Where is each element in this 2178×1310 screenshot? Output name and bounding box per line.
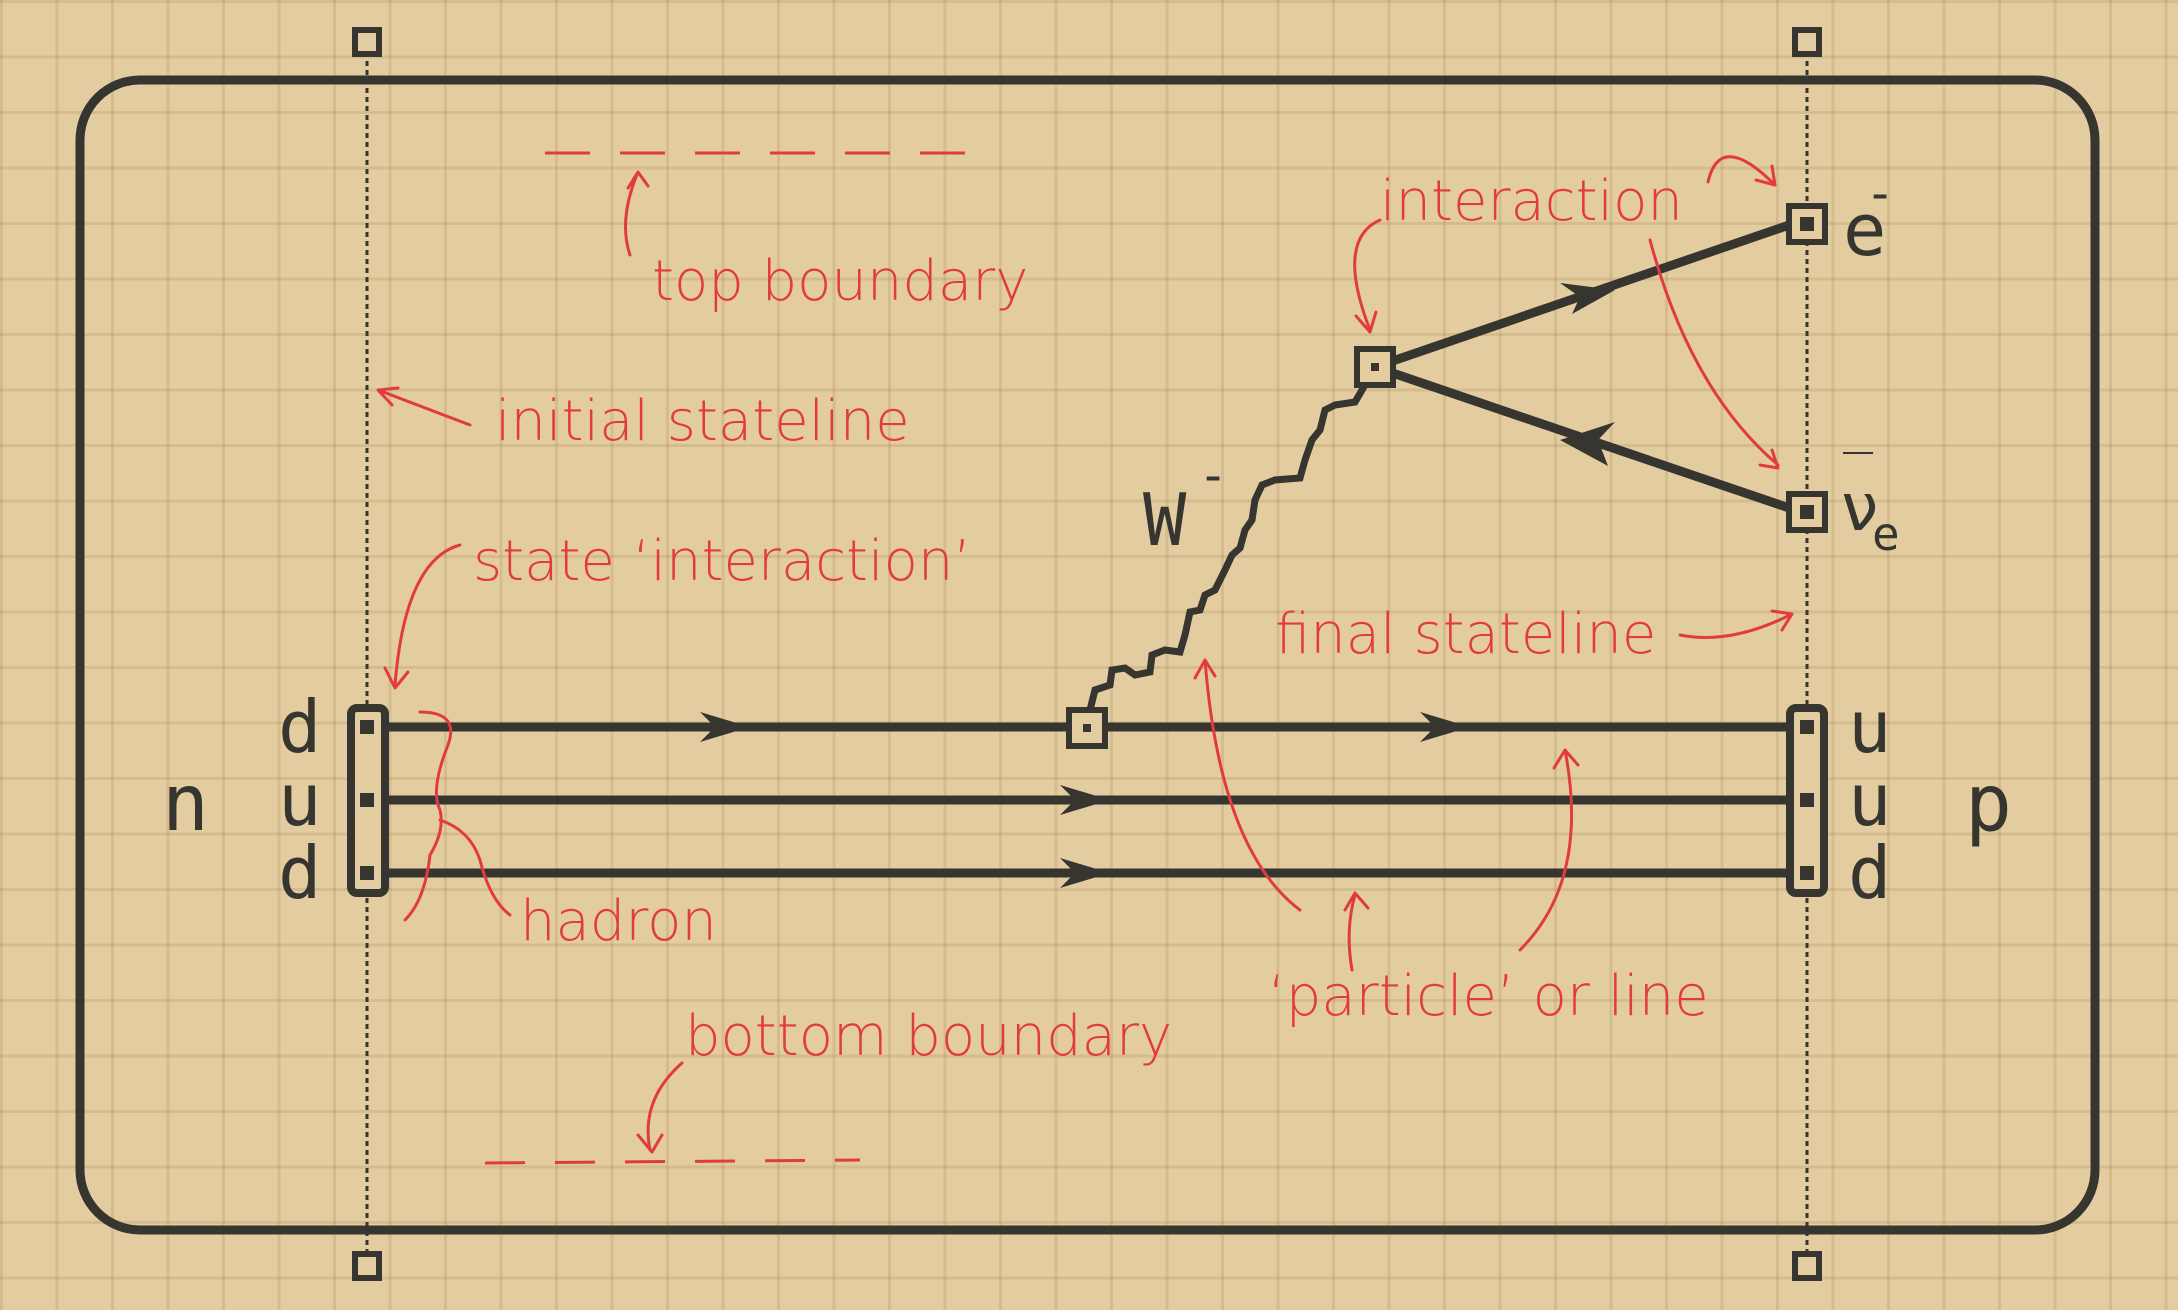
electron-arrow — [1560, 283, 1615, 314]
antineutrino-subscript: e — [1872, 507, 1900, 561]
initial-stateline-top-handle[interactable] — [352, 27, 382, 57]
final-quark-1: u — [1848, 685, 1891, 769]
interaction-note: interaction — [1380, 169, 1683, 234]
top-boundary-note: top boundary — [652, 249, 1028, 314]
hadron-brace — [403, 710, 512, 922]
antineutrino-end-vertex-dot — [1800, 505, 1814, 519]
quark-arrow-1b — [1420, 712, 1470, 742]
particle-arrow-left — [1193, 658, 1302, 912]
quark-arrow-2 — [1060, 785, 1110, 815]
particle-arrow-right — [1518, 748, 1580, 952]
initial-stateline-bottom-handle[interactable] — [352, 1251, 382, 1281]
initial-vertex-dot-3 — [360, 866, 374, 880]
final-vertex-dot-2 — [1800, 793, 1814, 807]
particle-or-line-note: ‘particle’ or line — [1268, 964, 1709, 1029]
w-emission-vertex[interactable] — [1066, 707, 1108, 749]
initial-vertex-dot-2 — [360, 793, 374, 807]
top-boundary-arrow — [624, 170, 650, 257]
interaction-arrow-1 — [1353, 218, 1382, 334]
final-stateline-top-handle[interactable] — [1792, 27, 1822, 57]
particle-arrow-mid — [1343, 891, 1370, 972]
bottom-boundary-note: bottom boundary — [685, 1004, 1172, 1069]
antineutrino-label: ν — [1840, 469, 1880, 546]
w-emission-vertex-dot — [1083, 724, 1091, 732]
final-stateline-bottom-handle[interactable] — [1792, 1251, 1822, 1281]
initial-quark-3: d — [278, 831, 321, 915]
initial-hadron-label: n — [162, 759, 209, 849]
quark-arrow-1a — [700, 712, 750, 742]
final-vertex-dot-1 — [1800, 720, 1814, 734]
diagram-frame — [75, 75, 2100, 1235]
final-stateline-arrow — [1678, 609, 1794, 639]
electron-label: e — [1843, 188, 1886, 272]
final-stateline-note: final stateline — [1275, 602, 1656, 667]
quark-arrow-3 — [1060, 858, 1110, 888]
state-interaction-note: state ‘interaction’ — [473, 529, 971, 594]
w-decay-vertex-dot — [1371, 363, 1379, 371]
electron-charge: - — [1865, 164, 1895, 222]
final-quark-2: u — [1848, 758, 1891, 842]
w-boson-line[interactable] — [1086, 367, 1381, 711]
bottom-boundary-arrow — [636, 1061, 684, 1154]
final-vertex-dot-3 — [1800, 866, 1814, 880]
state-interaction-arrow — [383, 543, 462, 690]
initial-stateline-arrow — [376, 386, 472, 427]
hadron-note: hadron — [520, 889, 717, 954]
electron-end-vertex-dot — [1800, 217, 1814, 231]
final-hadron-label: p — [1965, 759, 2012, 849]
w-boson-charge: - — [1198, 446, 1228, 504]
bottom-boundary-marker — [484, 1158, 861, 1165]
initial-quark-2: u — [278, 758, 321, 842]
initial-stateline-note: initial stateline — [495, 389, 910, 454]
antineutrino-end-vertex[interactable] — [1786, 491, 1828, 533]
interaction-arrow-2 — [1706, 155, 1777, 187]
initial-vertex-dot-1 — [360, 720, 374, 734]
antineutrino-arrow — [1560, 422, 1615, 466]
interaction-arrow-3 — [1648, 238, 1780, 470]
w-boson-label: W — [1143, 478, 1187, 562]
antineutrino-bar: ‾ — [1843, 444, 1874, 502]
initial-quark-1: d — [278, 685, 321, 769]
final-quark-3: d — [1848, 831, 1891, 915]
